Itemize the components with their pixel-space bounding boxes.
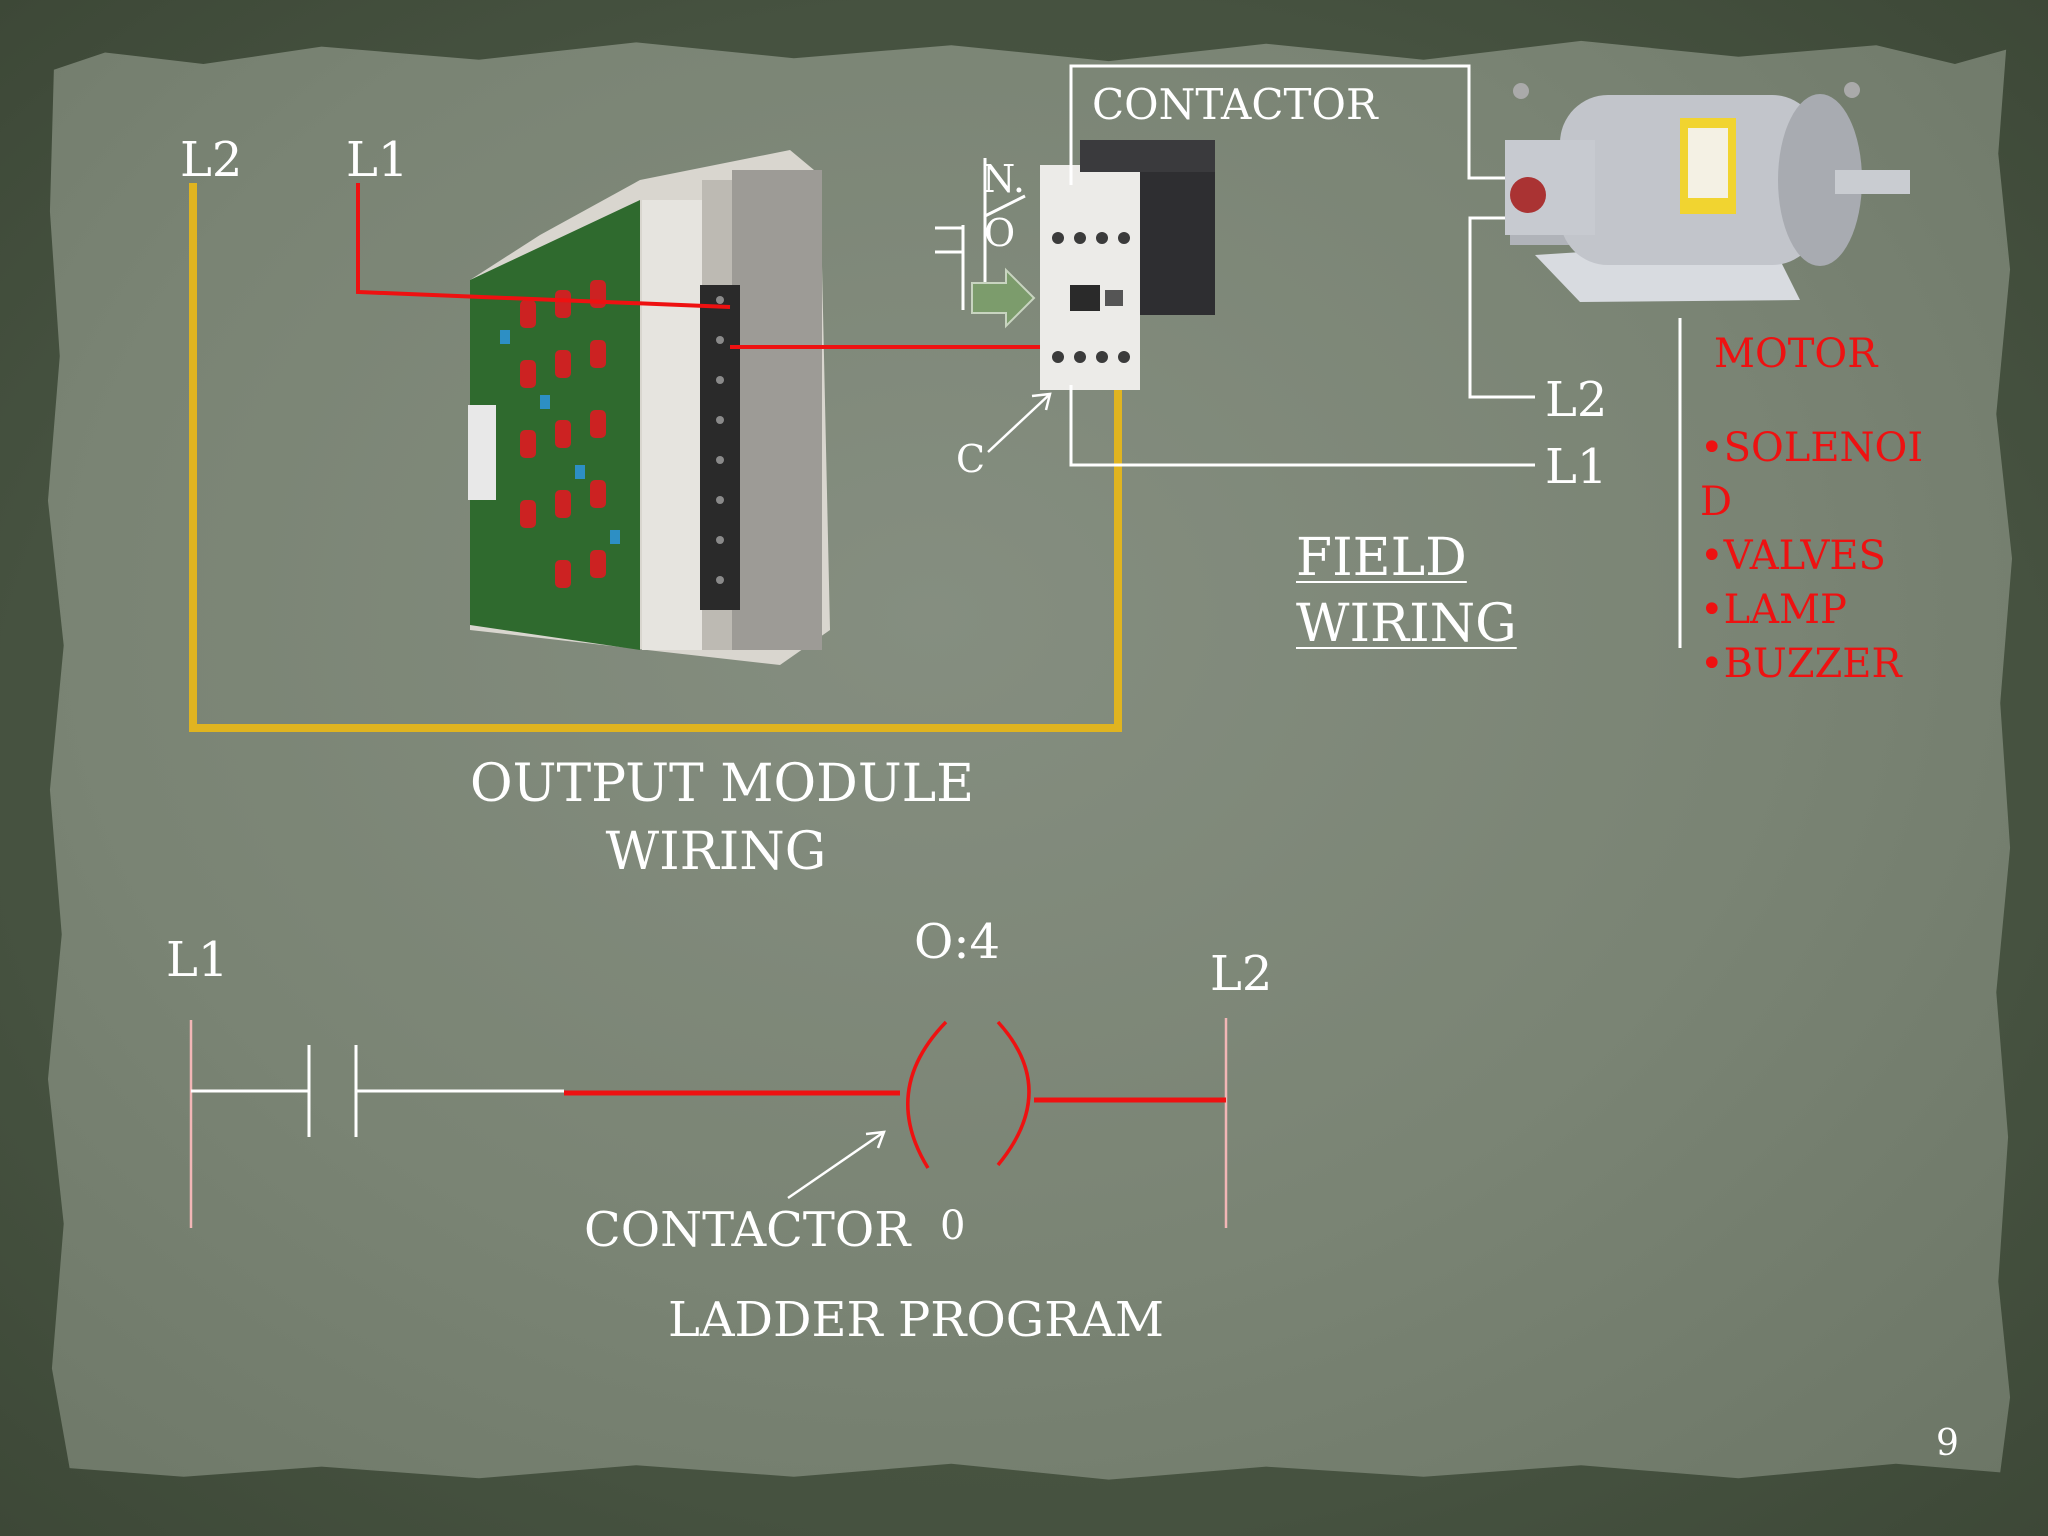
slide-number: 9 xyxy=(1936,1423,1959,1464)
ladder-rung xyxy=(189,1018,1228,1228)
ladder-program-caption: LADDER PROGRAM xyxy=(668,1292,1165,1348)
coil-bit-label: 0 xyxy=(940,1203,966,1249)
coil-right-arc xyxy=(996,1020,1031,1167)
module-wiring xyxy=(189,183,1122,732)
output-module-caption-line2: WIRING xyxy=(605,822,827,882)
field-l2-label: L2 xyxy=(1545,372,1608,428)
load-item-2: D xyxy=(1700,479,1733,525)
coil-address-label: O:4 xyxy=(914,914,1001,970)
c-label: C xyxy=(956,437,986,481)
motor-image xyxy=(1505,82,1910,302)
ladder-l1-label: L1 xyxy=(166,932,229,988)
ladder-l2-label: L2 xyxy=(1210,946,1273,1002)
module-l2-label: L2 xyxy=(180,132,243,188)
load-item-1: •SOLENOI xyxy=(1700,425,1924,471)
no-label-line1: N. xyxy=(982,157,1025,201)
output-module-image xyxy=(468,150,830,665)
field-wiring xyxy=(1069,64,1682,648)
contactor-image xyxy=(1040,140,1215,390)
load-item-5: •BUZZER xyxy=(1700,641,1902,687)
contactor-title: CONTACTOR xyxy=(1092,80,1378,129)
arrow-icon xyxy=(971,267,1036,329)
coil-pointer-arrow xyxy=(787,1130,886,1200)
load-item-4: •LAMP xyxy=(1700,587,1847,633)
motor-label: MOTOR xyxy=(1714,331,1878,377)
module-l1-label: L1 xyxy=(346,132,409,188)
no-label-line2: O xyxy=(984,211,1016,255)
field-caption-line1: FIELD xyxy=(1296,528,1467,588)
c-pointer-arrow xyxy=(987,392,1052,453)
field-l1-label: L1 xyxy=(1545,439,1608,495)
load-item-3: •VALVES xyxy=(1700,533,1886,579)
ladder-contactor-label: CONTACTOR xyxy=(584,1202,911,1258)
output-module-caption-line1: OUTPUT MODULE xyxy=(470,754,975,814)
coil-left-arc xyxy=(906,1020,948,1169)
field-caption-line2: WIRING xyxy=(1296,594,1517,654)
